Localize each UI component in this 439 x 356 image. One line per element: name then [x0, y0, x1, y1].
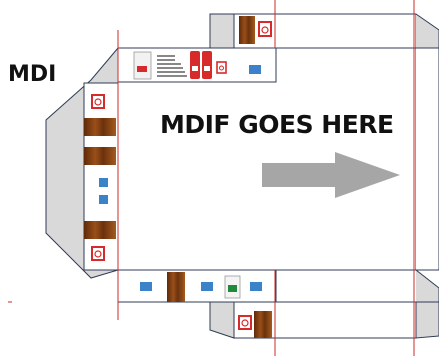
top-flap [209, 13, 439, 49]
wood-door-icon [167, 272, 185, 302]
wood-door-icon [84, 221, 116, 239]
blue-square-icon [201, 282, 213, 291]
blue-square-icon [140, 282, 152, 291]
fire-alarm-icon [91, 94, 105, 109]
emergency-exit-icon [224, 275, 241, 299]
top-wall-panel [117, 47, 277, 83]
center-label: MDIF GOES HERE [160, 110, 394, 139]
fold-lines [8, 0, 415, 356]
emergency-panel-icon [133, 51, 152, 80]
left-flap [45, 46, 119, 279]
blue-square-icon [99, 195, 108, 204]
fire-alarm-icon [238, 315, 252, 330]
wood-door-icon [84, 147, 116, 165]
wood-door-icon [239, 16, 255, 44]
fire-alarm-icon [258, 21, 272, 37]
fire-alarm-icon [216, 61, 227, 74]
bottom-wall-panel [117, 269, 277, 303]
bottom-flap [209, 301, 439, 339]
wood-door-icon [254, 311, 272, 338]
wood-door-icon [84, 118, 116, 136]
fire-alarm-icon [91, 246, 105, 261]
blue-square-icon [99, 178, 108, 187]
signage-lines-icon [157, 55, 187, 77]
arrow-right-icon [262, 152, 400, 198]
fire-extinguisher-icon [190, 51, 212, 79]
blue-square-icon [249, 65, 261, 74]
blue-square-icon [250, 282, 262, 291]
left-label: MDI [8, 62, 57, 87]
